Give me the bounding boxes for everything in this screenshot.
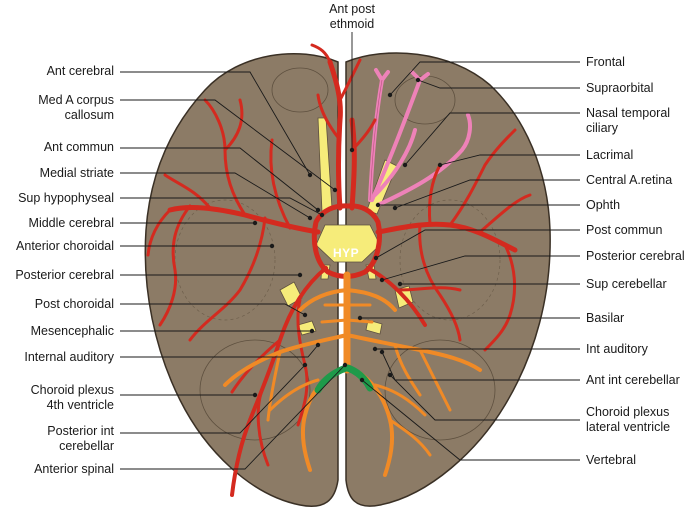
label-basilar: Basilar — [586, 311, 625, 325]
frontal-red-branch — [338, 58, 362, 102]
left-orbit-contour — [271, 67, 329, 113]
label-frontal: Frontal — [586, 55, 625, 69]
label-middle-cerebral: Middle cerebral — [28, 216, 114, 230]
label-sup-hypophyseal: Sup hypophyseal — [18, 191, 114, 205]
ophthalmic-outline — [369, 79, 383, 201]
label-choroid-plexus-lateral: Choroid plexus lateral ventricle — [586, 405, 671, 434]
mca-r-b4 — [418, 223, 462, 342]
aica-r-b2 — [393, 343, 422, 397]
label-post-choroidal: Post choroidal — [34, 297, 114, 311]
mca-l-b3 — [158, 204, 192, 327]
left-temporal-contour — [174, 199, 276, 321]
nasal-temporal-branch — [373, 128, 417, 197]
left-cerebellum-contour — [199, 339, 311, 441]
ant-cerebral-twig — [316, 93, 342, 142]
mca-l-b4 — [223, 98, 244, 152]
leader-dots — [252, 77, 443, 398]
label-central-a-retina: Central A.retina — [586, 173, 673, 187]
label-medial-striate: Medial striate — [39, 166, 114, 180]
lacrimal-branch — [376, 113, 472, 207]
label-vertebral: Vertebral — [586, 453, 637, 467]
frontal-tip — [374, 68, 390, 82]
pica-r-b2 — [388, 418, 432, 457]
sup-cerebellar-l — [298, 288, 349, 312]
mca-r-b1 — [448, 128, 517, 227]
label-posterior-cerebral-left: Posterior cerebral — [15, 268, 114, 282]
label-mesencephalic: Mesencephalic — [30, 324, 114, 338]
label-anterior-choroidal: Anterior choroidal — [16, 239, 114, 253]
label-med-a-corpus-callosum: Med A corpus callosum — [38, 93, 114, 122]
mca-l-b5 — [146, 208, 172, 257]
post-cerebral-left — [230, 266, 328, 497]
label-post-commun: Post commun — [586, 223, 663, 237]
vertebral-left — [314, 364, 350, 394]
pica-l-b — [268, 378, 320, 412]
label-lacrimal: Lacrimal — [586, 148, 634, 162]
label-internal-auditory: Internal auditory — [24, 350, 114, 364]
label-ant-post-ethmoid: Ant post ethmoid — [317, 2, 387, 32]
label-choroid-plexus-4th: Choroid plexus 4th ventricle — [30, 383, 114, 412]
label-posterior-int-cerebellar: Posterior int cerebellar — [47, 424, 114, 453]
supraorbital-branch — [370, 78, 422, 202]
ant-cerebral-left — [327, 59, 343, 211]
label-sup-cerebellar: Sup cerebellar — [586, 277, 667, 291]
mca-r-b2 — [478, 193, 532, 234]
mca-r-b5 — [428, 163, 442, 226]
mca-l-b7 — [269, 138, 292, 230]
mca-l-b6 — [188, 216, 267, 342]
facial-right — [365, 319, 383, 335]
label-ophth: Ophth — [586, 198, 621, 212]
pica-r-b — [373, 383, 427, 417]
pca-l-b2 — [256, 388, 270, 467]
pontine-l — [320, 303, 349, 324]
pontine-r — [345, 303, 374, 324]
label-ant-int-cerebellar: Ant int cerebellar — [586, 373, 680, 387]
label-int-auditory: Int auditory — [586, 342, 648, 356]
right-cerebellum-contour — [384, 339, 496, 441]
right-temporal-contour — [399, 199, 501, 321]
label-ant-cerebral: Ant cerebral — [46, 64, 114, 78]
hyp-label: HYP — [333, 246, 360, 260]
sup-cerebellar-r — [345, 288, 397, 312]
label-nasal-temporal-ciliary: Nasal temporal ciliary — [586, 106, 671, 135]
label-ant-post-ethmoid-text: Ant post ethmoid — [329, 2, 375, 31]
label-ant-commun: Ant commun — [43, 140, 114, 154]
leader-lines — [120, 32, 580, 470]
aica-l-b — [266, 350, 282, 422]
ant-cerebral-right — [349, 117, 357, 211]
mca-r-b3 — [483, 243, 516, 352]
anterior-arteries — [146, 43, 532, 497]
label-posterior-cerebral-right: Posterior cerebral — [586, 249, 685, 263]
mca-l-b2 — [163, 173, 212, 210]
ant-cerebral-twig2 — [350, 118, 377, 152]
ant-cerebral-tip-l — [310, 43, 332, 64]
label-supraorbital: Supraorbital — [586, 81, 654, 95]
pca-r-b1 — [398, 286, 462, 292]
label-anterior-spinal: Anterior spinal — [34, 462, 114, 476]
